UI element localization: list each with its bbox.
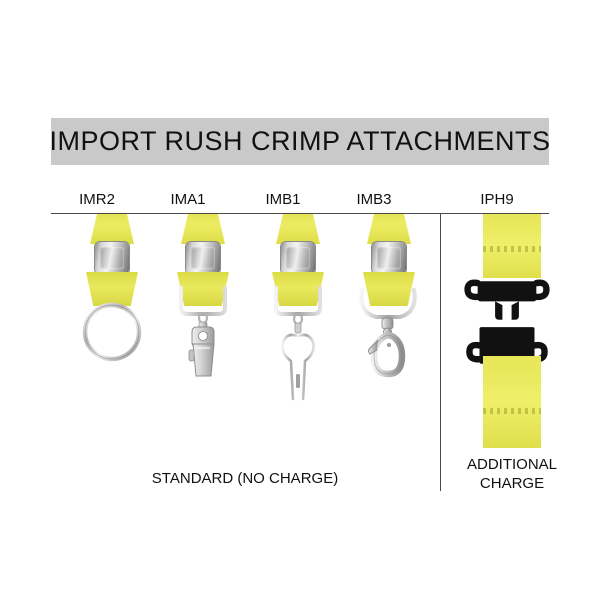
- stitch-line: [483, 246, 541, 252]
- bulldog-clip-icon: [179, 286, 227, 377]
- webbing-upper: [483, 214, 541, 278]
- product-label-ima1: IMA1: [170, 191, 206, 208]
- webbing-bottom: [272, 272, 324, 306]
- product-cell-ima1: [148, 214, 258, 464]
- additional-charge-caption: ADDITIONAL CHARGE: [452, 455, 572, 493]
- product-label-iph9: IPH9: [480, 191, 514, 208]
- webbing-bottom: [86, 272, 138, 306]
- additional-caption-line1: ADDITIONAL: [466, 456, 557, 473]
- product-label-imb3: IMB3: [356, 191, 392, 208]
- header-divider: [51, 213, 549, 214]
- lobster-claw-icon: [359, 288, 417, 378]
- product-cell-imb1: [243, 214, 353, 464]
- split-ring-icon: [82, 302, 142, 362]
- crimp-hardware: [95, 242, 129, 274]
- webbing-top: [367, 214, 411, 244]
- webbing-bottom: [177, 272, 229, 306]
- crimp-hardware: [372, 242, 406, 274]
- title-banner: IMPORT RUSH CRIMP ATTACHMENTS: [49, 118, 551, 165]
- product-label-imr2: IMR2: [79, 191, 115, 208]
- section-divider: [440, 214, 441, 491]
- crimp-hardware: [186, 242, 220, 274]
- product-cell-imb3: [334, 214, 444, 464]
- webbing-top: [90, 214, 134, 244]
- stitch-line: [483, 408, 541, 414]
- standard-caption: STANDARD (NO CHARGE): [151, 470, 339, 487]
- crimp-hardware: [281, 242, 315, 274]
- webbing-top: [181, 214, 225, 244]
- page-title: IMPORT RUSH CRIMP ATTACHMENTS: [49, 126, 551, 156]
- plastic-buckle-icon: [464, 279, 550, 364]
- product-cell-iph9: [452, 214, 572, 464]
- webbing-bottom: [363, 272, 415, 306]
- webbing-lower: [483, 356, 541, 448]
- swivel-j-hook-icon: [274, 286, 322, 401]
- additional-caption-line2: CHARGE: [479, 475, 545, 492]
- webbing-top: [276, 214, 320, 244]
- product-cell-imr2: [57, 214, 167, 464]
- product-label-imb1: IMB1: [265, 191, 301, 208]
